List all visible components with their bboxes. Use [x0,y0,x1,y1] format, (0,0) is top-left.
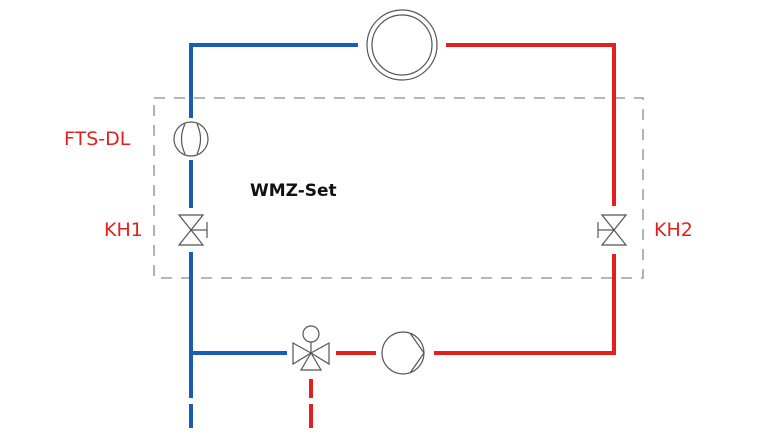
valve-kh2-label: KH2 [654,219,693,241]
supply-pipe-lower [434,254,616,355]
wmz-set-boundary [153,97,644,279]
ball-valve-kh1-icon [177,214,208,246]
supply-pipe [309,43,616,428]
ball-valve-kh2-icon [597,214,628,246]
flow-sensor-label: FTS-DL [64,128,131,150]
consumer-icon [366,9,438,81]
valve-kh1-label: KH1 [104,219,143,241]
flow-sensor-icon [173,121,209,157]
return-pipe [189,43,358,428]
wmz-set-title: WMZ-Set [250,181,337,201]
mixing-valve-icon [292,325,330,371]
pump-icon [381,331,425,375]
supply-pipe-top [446,43,616,206]
return-pipe-top [189,43,358,118]
